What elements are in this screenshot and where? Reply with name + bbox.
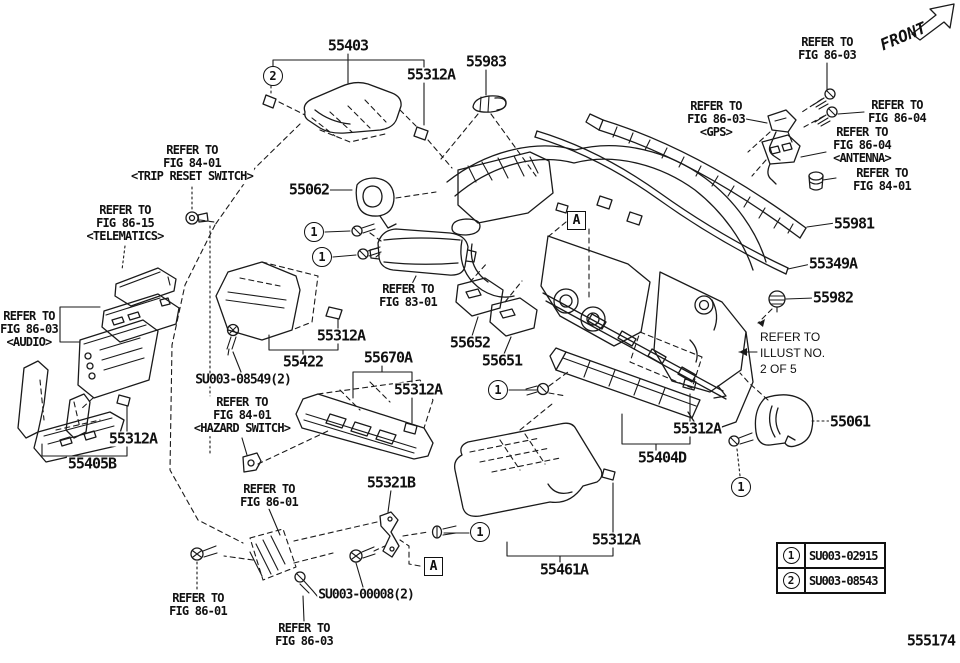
legend-row: 2 SU003-08543 — [778, 567, 884, 592]
legend-part-number: SU003-02915 — [809, 548, 878, 563]
circled-1-marker: 1 — [731, 477, 751, 497]
part-label-55349a: 55349A — [807, 254, 858, 273]
part-55981-garnish — [585, 113, 807, 239]
ref-label-antenna: REFER TO FIG 86-04 <ANTENNA> — [832, 125, 892, 166]
part-label-55403: 55403 — [326, 36, 369, 55]
part-55461a-glovebox-door — [454, 422, 603, 517]
ref-label-illust-2of5: REFER TO ILLUST NO. 2 OF 5 — [760, 329, 826, 378]
circled-1-marker: 1 — [304, 222, 324, 242]
part-55982-clip — [768, 290, 786, 313]
ref-label-hazard-switch: REFER TO FIG 84-01 <HAZARD SWITCH> — [192, 395, 292, 436]
legend-part-number: SU003-08543 — [809, 573, 878, 588]
figure-code: 555174 — [905, 631, 956, 650]
part-label-55982: 55982 — [811, 288, 854, 307]
part-55403-hood — [303, 81, 402, 143]
part-55983-grille — [472, 95, 507, 113]
ref-label-telematics: REFER TO FIG 86-15 <TELEMATICS> — [85, 203, 165, 244]
circled-1-marker: 1 — [488, 380, 508, 400]
part-label-55321b: 55321B — [365, 473, 416, 492]
part-55321b-bracket — [379, 511, 400, 558]
leader-lines — [41, 53, 865, 622]
part-label-55312a-glove: 55312A — [590, 530, 641, 549]
ref-label-gps: REFER TO FIG 86-03 <GPS> — [686, 99, 746, 140]
part-label-55312a-cluster: 55312A — [315, 326, 366, 345]
legend-index-cell: 2 — [778, 569, 806, 592]
circled-1-marker: 1 — [312, 247, 332, 267]
part-label-55312a-bracket: 55312A — [107, 429, 158, 448]
ref-label-trip-reset: REFER TO FIG 84-01 <TRIP RESET SWITCH> — [129, 143, 255, 184]
ref-label-fig86-01-bot: REFER TO FIG 86-01 — [168, 590, 228, 619]
part-label-su003-08549: SU003-08549(2) — [194, 372, 292, 388]
screw-fasteners — [190, 88, 838, 598]
part-label-55312a-hazard: 55312A — [392, 380, 443, 399]
hidden-bracket-plate — [249, 528, 297, 581]
part-label-55670a: 55670A — [362, 348, 413, 367]
part-label-55404d: 55404D — [636, 448, 687, 467]
circled-1-marker: 1 — [470, 522, 490, 542]
circled-2-marker: 2 — [782, 572, 800, 589]
part-label-su003-00008: SU003-00008(2) — [317, 587, 415, 603]
part-label-55312a-hood: 55312A — [405, 65, 456, 84]
ref-label-fig86-03-bot: REFER TO FIG 86-03 — [274, 620, 334, 649]
ref-label-fig86-04: REFER TO FIG 86-04 — [867, 97, 927, 126]
boxed-a-marker: A — [424, 557, 443, 576]
part-label-55405b: 55405B — [66, 454, 117, 473]
part-55061-cover — [754, 394, 814, 448]
part-55062-register — [355, 177, 397, 229]
part-label-55061: 55061 — [828, 412, 871, 431]
part-label-55422: 55422 — [281, 352, 324, 371]
ref-label-fig84-01-right: REFER TO FIG 84-01 — [852, 165, 912, 194]
part-55670a-panel — [295, 379, 434, 460]
ref-label-fig83-01: REFER TO FIG 83-01 — [378, 281, 438, 310]
part-55422-cluster-finish — [215, 261, 319, 341]
part-label-55062: 55062 — [287, 180, 330, 199]
trip-reset-knob — [185, 211, 209, 225]
hazard-switch-part — [242, 452, 262, 473]
parts-55652-55651 — [455, 277, 538, 337]
gps-antenna-parts — [761, 109, 824, 191]
instrument-cluster — [369, 228, 477, 276]
part-label-55652: 55652 — [448, 333, 491, 352]
boxed-a-marker: A — [567, 211, 586, 230]
front-arrow-icon — [911, 3, 955, 41]
legend-table: 1 SU003-02915 2 SU003-08543 — [776, 542, 886, 594]
part-55404d-reinforcement — [549, 347, 701, 419]
part-55349a-molding — [534, 130, 789, 275]
ref-label-fig86-03-top: REFER TO FIG 86-03 — [797, 34, 857, 63]
clip-55312a-shapes — [116, 94, 697, 481]
part-label-55651: 55651 — [480, 351, 523, 370]
legend-row: 1 SU003-02915 — [778, 544, 884, 567]
circled-1-marker: 1 — [782, 547, 800, 564]
ref-label-audio: REFER TO FIG 86-03 <AUDIO> — [0, 309, 59, 350]
audio-telematics-units — [77, 267, 180, 399]
legend-index-cell: 1 — [778, 544, 806, 567]
part-label-55312a-reinf: 55312A — [671, 419, 722, 438]
ref-label-fig86-01-mid: REFER TO FIG 86-01 — [239, 481, 299, 510]
part-label-55981: 55981 — [832, 214, 875, 233]
part-label-55983: 55983 — [464, 52, 507, 71]
circled-2-marker: 2 — [263, 66, 283, 86]
part-label-55461a: 55461A — [538, 560, 589, 579]
